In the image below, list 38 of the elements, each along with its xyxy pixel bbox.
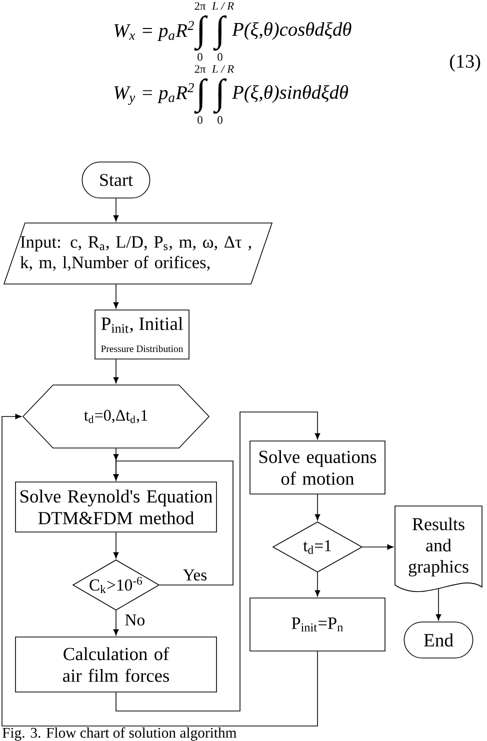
arrow [314,494,320,520]
equation-term: W$_{x}$ = p$_{a}$R$^{2}$ [114,21,194,42]
arrow [362,544,394,550]
equation-term: P(ξ,θ)cosθdξdθ [232,22,352,40]
integral-limit: 0 [198,53,202,61]
arrow [113,198,119,222]
equation-term: P(ξ,θ)sinθdξdθ [232,85,348,103]
integral-limit: 0 [198,116,202,124]
integral-sign: ∫ [213,78,227,114]
arrow [113,284,119,308]
arrow [113,359,119,384]
integral-sign: ∫ [213,15,227,51]
arrow [113,454,234,586]
arrow [314,572,320,596]
integral-limit: 0 [218,116,222,124]
process-box: Calculation of air film forces [15,636,217,692]
integral-sign: ∫ [194,15,208,51]
arrow [436,588,442,620]
edge-label: No [123,613,146,627]
integral-limit: L / R [212,2,234,10]
terminal: End [404,622,474,658]
process-box: P$_{init}$=P$_{n}$ [250,598,386,652]
arrow [2,414,318,726]
edge-label: Yes [182,568,208,582]
process-box: Solve equations of motion [250,440,386,494]
integral-limit: 2π [194,65,206,73]
caption: Fig. 3. Flow chart of solution algorithm [2,727,236,741]
equation-number: (13) [450,54,480,72]
arrow [113,610,119,636]
arrow [113,532,119,558]
integral-limit: 0 [218,53,222,61]
integral-limit: 2π [194,2,206,10]
terminal: Start [82,162,150,198]
process-box: P$_{init}$, Initial Pressure Distribution [94,310,190,360]
integral-limit: L / R [212,65,234,73]
equation-term: W$_{y}$ = p$_{a}$R$^{2}$ [114,83,194,105]
integral-sign: ∫ [194,78,208,114]
process-box: Solve Reynold's Equation DTM&FDM method [15,482,217,532]
